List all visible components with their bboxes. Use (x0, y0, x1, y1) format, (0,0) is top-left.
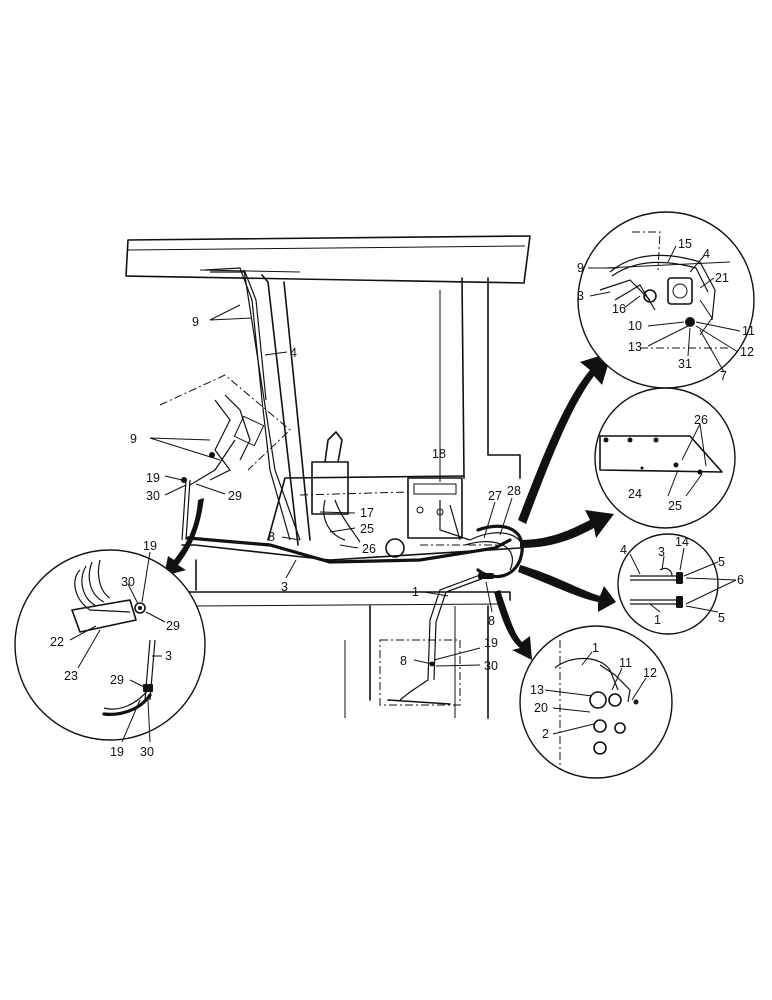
detail-r-label-5: 5 (718, 555, 725, 569)
label-30: 30 (146, 489, 160, 503)
detail-br-label-20: 20 (534, 701, 548, 715)
cab-structure (125, 235, 531, 719)
detail-tr-label-16: 16 (612, 302, 626, 316)
detail-r-label-1: 1 (654, 613, 661, 627)
detail-br-label-12: 12 (643, 666, 657, 680)
label-28: 28 (507, 484, 521, 498)
detail-br-label-13: 13 (530, 683, 544, 697)
label-26: 26 (362, 542, 376, 556)
label-17: 17 (360, 506, 374, 520)
detail-tr-label-10: 10 (628, 319, 642, 333)
label-25: 25 (360, 522, 374, 536)
detail-right: 14 4 3 5 6 1 5 (617, 533, 744, 635)
detail-mr-label-26: 26 (694, 413, 708, 427)
label-19-low: 19 (484, 636, 498, 650)
detail-mr-label-25: 25 (668, 499, 682, 513)
detail-br-label-2: 2 (542, 727, 549, 741)
detail-tr-label-11: 11 (742, 324, 755, 338)
detail-l-label-22: 22 (50, 635, 64, 649)
label-4: 4 (290, 346, 297, 360)
detail-tr-label-13: 13 (628, 340, 642, 354)
label-19: 19 (146, 471, 160, 485)
callout-arrows (164, 352, 616, 660)
label-18: 18 (432, 447, 446, 461)
detail-l-label-23: 23 (64, 669, 78, 683)
detail-tr-label-9: 9 (577, 261, 584, 275)
label-27: 27 (488, 489, 502, 503)
main-harness (159, 267, 524, 706)
label-8-left: 8 (268, 530, 275, 544)
label-29: 29 (228, 489, 242, 503)
label-8-right: 8 (488, 614, 495, 628)
detail-l-label-3: 3 (165, 649, 172, 663)
detail-mr-label-24: 24 (628, 487, 642, 501)
main-leaders (149, 304, 513, 667)
label-8-low: 8 (400, 654, 407, 668)
detail-mid-right: 26 24 25 (594, 387, 736, 529)
detail-l-label-19: 19 (143, 539, 157, 553)
detail-r-label-6: 6 (737, 573, 744, 587)
detail-tr-label-12: 12 (740, 345, 754, 359)
detail-tr-label-21: 21 (715, 271, 729, 285)
detail-tr-label-4: 4 (703, 247, 710, 261)
label-9-top: 9 (192, 315, 199, 329)
detail-top-right: 15 4 9 21 3 16 10 11 13 12 31 7 (577, 211, 755, 389)
detail-r-label-14: 14 (675, 535, 689, 549)
detail-tr-label-31: 31 (678, 357, 692, 371)
detail-r-label-4: 4 (620, 543, 627, 557)
detail-br-label-1: 1 (592, 641, 599, 655)
detail-r-label-5b: 5 (718, 611, 725, 625)
detail-l-label-30: 30 (121, 575, 135, 589)
detail-l-label-29b: 29 (110, 673, 124, 687)
detail-l-label-29: 29 (166, 619, 180, 633)
label-30-low: 30 (484, 659, 498, 673)
detail-br-label-11: 11 (619, 656, 632, 670)
label-9-left: 9 (130, 432, 137, 446)
detail-tr-label-15: 15 (678, 237, 692, 251)
main-labels: 9 4 9 19 30 29 18 27 28 17 25 26 8 3 1 8… (130, 315, 521, 673)
detail-r-label-3: 3 (658, 545, 665, 559)
detail-tr-label-3: 3 (577, 289, 584, 303)
detail-left: 19 30 29 22 23 3 29 19 30 (14, 539, 206, 759)
detail-tr-label-7: 7 (720, 369, 727, 383)
label-1: 1 (412, 585, 419, 599)
detail-bottom-right: 1 11 12 13 20 2 (519, 625, 673, 779)
detail-l-label-30b: 30 (140, 745, 154, 759)
detail-l-label-19b: 19 (110, 745, 124, 759)
label-3: 3 (281, 580, 288, 594)
